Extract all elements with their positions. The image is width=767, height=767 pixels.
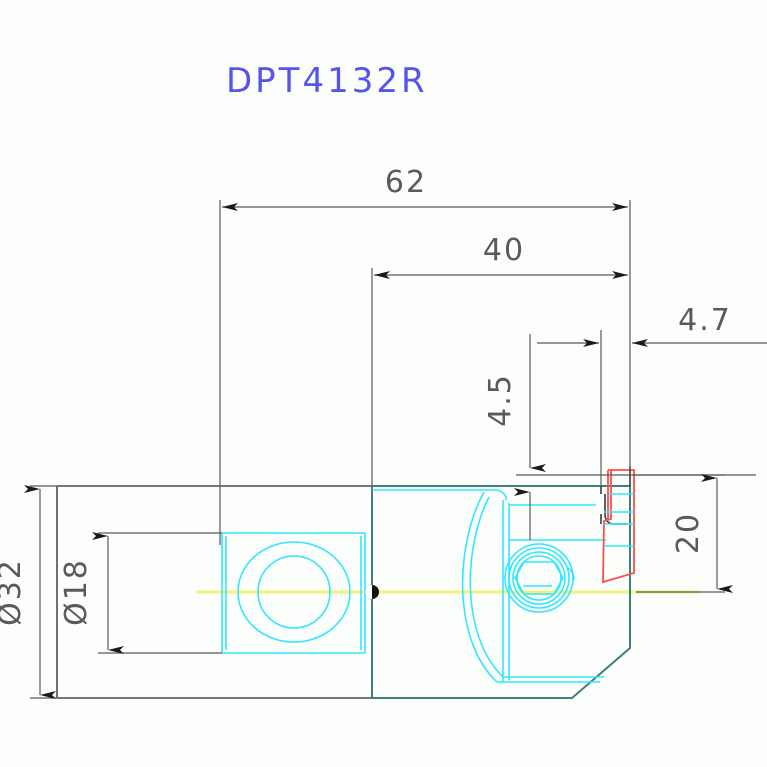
- tool-body-outline: [56, 485, 372, 699]
- shank-detail-lines: [221, 532, 366, 654]
- dimension-insert-depth: 4.5: [483, 334, 756, 540]
- dimension-label-62: 62: [385, 165, 427, 200]
- dimension-insert-offset: 4.7: [537, 303, 767, 486]
- dimension-overall-length: 62: [219, 165, 631, 545]
- dimension-label-d18: Ø18: [59, 558, 94, 626]
- cutting-insert: [602, 469, 635, 584]
- insert-seat-arc: [600, 494, 627, 525]
- dimension-label-20: 20: [671, 512, 706, 554]
- dimension-head-height: 20: [632, 474, 733, 593]
- dimension-head-length: 40: [371, 233, 628, 486]
- part-number-title: DPT4132R: [226, 61, 428, 101]
- head-detail-lines: [372, 489, 606, 683]
- dimension-shank-diameter: Ø32: [0, 485, 57, 699]
- dimension-label-4-7: 4.7: [678, 303, 732, 338]
- dimension-label-4-5: 4.5: [483, 373, 518, 427]
- junction-marker-dot: [365, 585, 379, 599]
- dimension-label-d32: Ø32: [0, 558, 28, 626]
- dimension-bore-diameter: Ø18: [59, 532, 222, 654]
- insert-internal-lines: [604, 493, 634, 547]
- dimension-label-40: 40: [483, 233, 525, 268]
